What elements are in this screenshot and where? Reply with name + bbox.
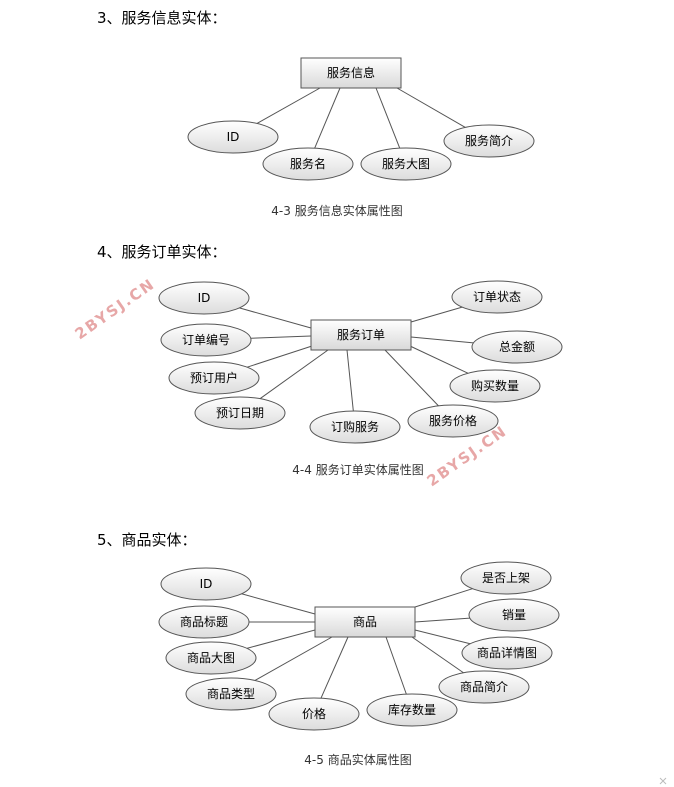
relation-line: [409, 345, 469, 374]
relation-line: [414, 617, 470, 623]
relation-line: [414, 588, 473, 608]
attribute-label: 预订日期: [216, 406, 264, 420]
er-section-1: 3、服务信息实体： 服务信息 ID 服务名 服务大图 服务简介 4-3 服务信息实体属性图: [97, 9, 535, 218]
attribute-label: 总金额: [499, 339, 535, 354]
relation-line: [411, 636, 464, 674]
attribute-ellipse: [158, 281, 250, 315]
attribute-ellipse: [185, 677, 277, 711]
entity-label: 服务信息: [327, 65, 375, 80]
attribute-ellipse: [309, 410, 401, 444]
attribute-ellipse: [449, 369, 541, 403]
relation-line: [256, 87, 321, 124]
relation-line: [384, 349, 439, 407]
relation-line: [320, 636, 349, 699]
figure-caption: 4-4 服务订单实体属性图: [292, 462, 423, 477]
relation-line: [375, 87, 401, 149]
relation-line: [246, 345, 313, 368]
attribute-ellipse: [460, 561, 552, 595]
section-heading: 5、商品实体：: [97, 531, 197, 549]
attribute-ellipse: [461, 636, 553, 670]
relation-line: [246, 629, 316, 649]
entity-label: 商品: [353, 614, 377, 629]
attribute-ellipse: [160, 323, 252, 357]
attribute-label: 商品详情图: [477, 645, 537, 660]
entity-label: 服务订单: [337, 327, 385, 342]
relation-line: [410, 336, 474, 344]
figure-caption: 4-5 商品实体属性图: [304, 752, 411, 767]
attribute-label: 服务名: [290, 156, 326, 171]
attribute-ellipse: [407, 404, 499, 438]
attribute-ellipse: [160, 567, 252, 601]
figure-caption: 4-3 服务信息实体属性图: [271, 203, 402, 218]
relation-line: [259, 349, 329, 400]
attribute-label: ID: [198, 291, 211, 305]
section-heading: 4、服务订单实体：: [97, 243, 227, 261]
attribute-ellipse: [168, 361, 260, 395]
attribute-ellipse: [194, 396, 286, 430]
watermark-text: 2BYSJ.CN: [72, 275, 159, 343]
attribute-label: 商品标题: [180, 614, 228, 629]
attribute-ellipse: [158, 605, 250, 639]
attribute-label: 价格: [302, 706, 326, 721]
attribute-label: 销量: [502, 608, 526, 622]
attribute-label: 订购服务: [331, 419, 379, 434]
entity-box: [314, 606, 416, 638]
attribute-ellipse: [268, 697, 360, 731]
attribute-ellipse: [262, 147, 354, 181]
attribute-label: 购买数量: [471, 378, 519, 393]
relation-line: [239, 307, 312, 329]
relation-line: [346, 349, 354, 412]
attribute-label: 是否上架: [482, 571, 530, 585]
attribute-ellipse: [451, 280, 543, 314]
attribute-label: 商品类型: [207, 686, 255, 701]
attribute-ellipse: [468, 598, 560, 632]
attribute-ellipse: [187, 120, 279, 154]
relation-line: [414, 629, 471, 645]
attribute-label: 服务简介: [465, 133, 513, 148]
attribute-label: 订单状态: [473, 290, 521, 304]
attribute-ellipse: [438, 670, 530, 704]
relation-line: [241, 593, 316, 615]
attribute-ellipse: [165, 641, 257, 675]
attribute-label: 服务大图: [382, 156, 430, 171]
relation-line: [410, 306, 463, 323]
attribute-ellipse: [366, 693, 458, 727]
attribute-label: 订单编号: [182, 332, 230, 347]
attribute-ellipse: [471, 330, 563, 364]
section-heading: 3、服务信息实体：: [97, 9, 227, 27]
attribute-label: 商品简介: [460, 679, 508, 694]
attribute-label: 服务价格: [429, 413, 477, 428]
attribute-label: ID: [200, 577, 213, 591]
attribute-ellipse: [443, 124, 535, 158]
relation-line: [254, 636, 333, 681]
entity-box: [310, 319, 412, 351]
attribute-label: ID: [227, 130, 240, 144]
attribute-label: 商品大图: [187, 650, 235, 665]
relation-line: [396, 87, 466, 128]
attribute-label: 库存数量: [388, 702, 436, 717]
corner-mark-icon: [659, 777, 667, 785]
attribute-ellipse: [360, 147, 452, 181]
entity-box: [300, 57, 402, 89]
attribute-label: 预订用户: [190, 370, 238, 385]
relation-line: [385, 636, 407, 695]
relation-line: [250, 335, 312, 339]
relation-line: [314, 87, 341, 149]
